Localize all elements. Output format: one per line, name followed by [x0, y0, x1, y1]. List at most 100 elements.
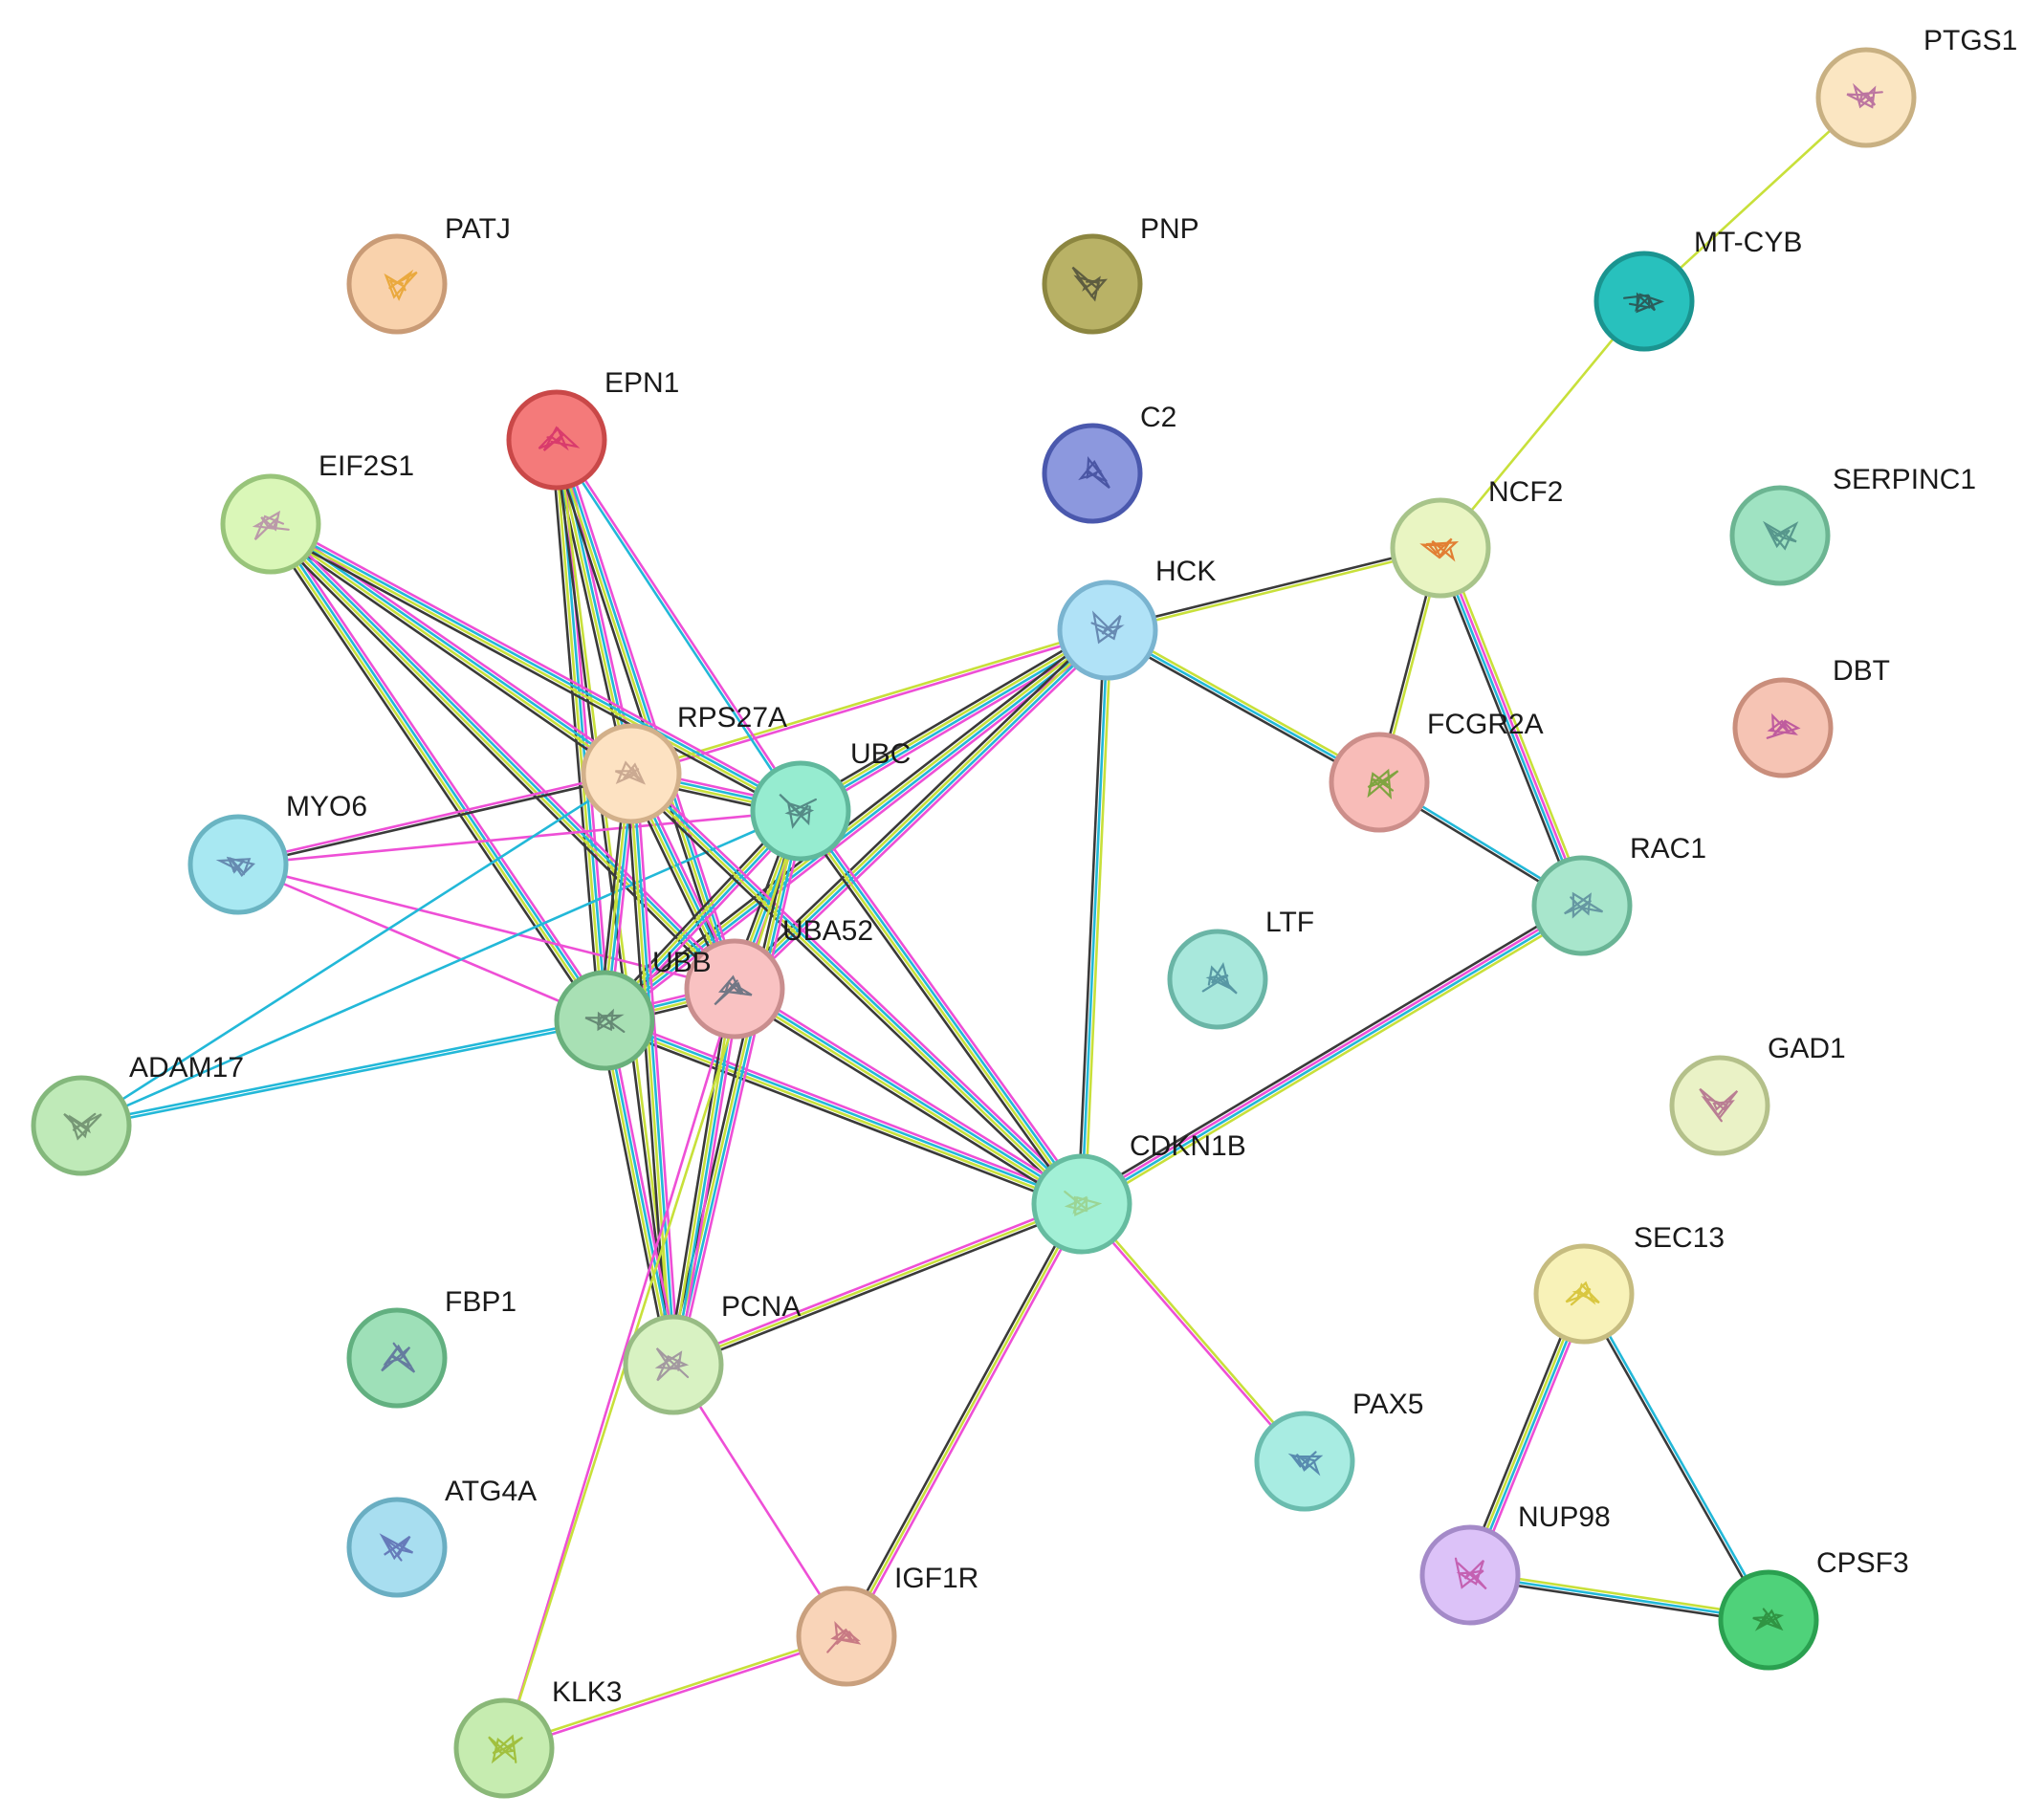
node-ptgs1[interactable]: PTGS1: [1815, 25, 2017, 148]
node-c2[interactable]: C2: [1042, 402, 1176, 524]
node-pcna[interactable]: PCNA: [623, 1291, 801, 1415]
node-atg4a[interactable]: ATG4A: [346, 1476, 537, 1598]
edge-strand-experimental: [502, 988, 736, 1749]
edge-strand-textmining: [630, 627, 1108, 774]
node-cdkn1b[interactable]: CDKN1B: [1031, 1130, 1246, 1255]
protein-structure-icon: [1367, 768, 1399, 799]
node-cpsf3[interactable]: CPSF3: [1718, 1547, 1909, 1671]
edge-strand-textmining: [1109, 625, 1382, 780]
node-label: SEC13: [1634, 1222, 1725, 1254]
node-pax5[interactable]: PAX5: [1254, 1389, 1424, 1512]
protein-structure-icon: [1565, 1281, 1600, 1306]
edge-strand-coexpression: [1105, 632, 1378, 787]
edge-strand-experimental: [633, 769, 1087, 1202]
edge-strand-experimental: [1473, 1295, 1591, 1578]
edge-strand-textmining: [603, 1020, 1082, 1207]
edge-strand-coexpression: [1434, 549, 1579, 908]
node-label: PATJ: [445, 213, 511, 245]
node-label: PCNA: [721, 1291, 801, 1323]
node-serpinc1[interactable]: SERPINC1: [1729, 464, 1976, 586]
edge-strand-textmining: [845, 1203, 1084, 1637]
node-rac1[interactable]: RAC1: [1531, 833, 1706, 956]
protein-structure-icon: [826, 1621, 862, 1653]
node-ubc[interactable]: UBC: [750, 738, 911, 862]
edge-strand-textmining: [627, 774, 673, 1366]
node-pnp[interactable]: PNP: [1042, 213, 1199, 335]
edge-hck-fcgr2a: [1105, 625, 1382, 787]
node-label: RPS27A: [677, 702, 787, 733]
edge-strand-database: [604, 1018, 1084, 1204]
node-nup98[interactable]: NUP98: [1419, 1501, 1611, 1626]
node-rps27a[interactable]: RPS27A: [581, 702, 787, 824]
edge-strand-experimental: [274, 520, 610, 1018]
edge-rps27a-pcna: [625, 773, 680, 1366]
node-hck[interactable]: HCK: [1057, 556, 1216, 681]
edge-strand-textmining: [1082, 1201, 1308, 1461]
protein-structure-icon: [488, 1734, 523, 1764]
protein-structure-icon: [384, 269, 418, 301]
node-label: FCGR2A: [1427, 709, 1544, 740]
node-mt-cyb[interactable]: MT-CYB: [1593, 227, 1802, 352]
protein-structure-icon: [215, 856, 255, 877]
node-label: ATG4A: [445, 1476, 537, 1507]
node-uba52[interactable]: UBA52: [684, 915, 873, 1040]
protein-structure-icon: [1419, 537, 1460, 562]
node-label: LTF: [1265, 907, 1314, 938]
node-label: RAC1: [1630, 833, 1706, 865]
edge-strand-database: [1584, 1292, 1771, 1620]
edge-strand-experimental: [671, 1364, 848, 1637]
node-ncf2[interactable]: NCF2: [1390, 476, 1563, 599]
edge-ubb-cdkn1b: [602, 1014, 1085, 1211]
protein-structure-icon: [1454, 1557, 1487, 1590]
edge-strand-database: [554, 440, 801, 813]
node-epn1[interactable]: EPN1: [506, 367, 679, 491]
edge-strand-database: [81, 1020, 605, 1129]
protein-structure-icon: [654, 1347, 690, 1382]
edge-strand-coexpression: [266, 526, 733, 994]
edge-strand-textmining: [628, 774, 1082, 1207]
node-igf1r[interactable]: IGF1R: [796, 1563, 978, 1687]
node-klk3[interactable]: KLK3: [453, 1676, 622, 1799]
protein-structure-icon: [1287, 1451, 1324, 1477]
edge-strand-database: [271, 522, 607, 1020]
edge-ubb-pcna: [598, 1018, 680, 1367]
edge-strand-experimental: [273, 519, 739, 987]
edge-eif2s1-ubb: [265, 520, 610, 1024]
protein-structure-icon: [1623, 292, 1665, 314]
edge-hck-cdkn1b: [1077, 629, 1112, 1205]
node-adam17[interactable]: ADAM17: [31, 1052, 244, 1176]
edge-igf1r-klk3: [503, 1633, 847, 1751]
node-fbp1[interactable]: FBP1: [346, 1286, 516, 1409]
edge-hck-ubc: [797, 624, 1111, 817]
node-eif2s1[interactable]: EIF2S1: [220, 450, 414, 575]
edge-strand-experimental: [676, 811, 807, 1367]
edge-adam17-rps27a: [80, 772, 632, 1127]
node-dbt[interactable]: DBT: [1732, 655, 1890, 778]
edge-strand-coexpression: [550, 440, 601, 1021]
edge-strand-coexpression: [598, 1020, 670, 1367]
node-label: HCK: [1155, 556, 1216, 587]
edge-strand-textmining: [503, 1633, 846, 1748]
edge-strand-coexpression: [238, 774, 632, 868]
node-ubb[interactable]: UBB: [554, 947, 712, 1071]
protein-structure-icon: [1699, 1087, 1739, 1123]
node-sec13[interactable]: SEC13: [1533, 1222, 1725, 1345]
edge-strand-experimental: [631, 630, 1109, 777]
edge-strand-database: [1080, 629, 1110, 1205]
protein-structure-icon: [1763, 520, 1799, 551]
node-gad1[interactable]: GAD1: [1669, 1033, 1846, 1156]
edge-strand-experimental: [671, 1199, 1082, 1363]
edge-strand-database: [1438, 548, 1582, 908]
node-label: CDKN1B: [1130, 1130, 1246, 1162]
edge-strand-textmining: [603, 627, 1108, 1020]
edge-cdkn1b-pax5: [1079, 1201, 1308, 1464]
node-myo6[interactable]: MYO6: [187, 791, 367, 915]
node-label: DBT: [1833, 655, 1890, 687]
node-patj[interactable]: PATJ: [346, 213, 511, 335]
node-fcgr2a[interactable]: FCGR2A: [1329, 709, 1544, 833]
edge-strand-database: [1082, 906, 1584, 1207]
edge-strand-experimental: [635, 773, 680, 1365]
edge-strand-database: [604, 630, 1110, 1023]
node-ltf[interactable]: LTF: [1167, 907, 1314, 1030]
